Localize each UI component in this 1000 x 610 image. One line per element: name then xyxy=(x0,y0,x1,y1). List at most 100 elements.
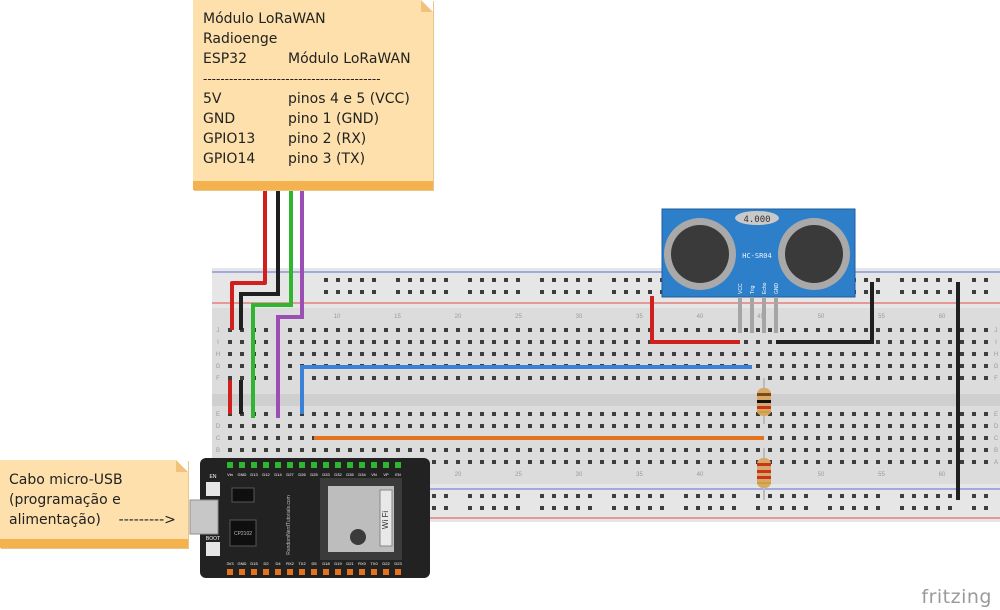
rail-hole xyxy=(804,494,808,498)
esp32-pin-label: D35 xyxy=(346,472,354,477)
breadboard-hole xyxy=(792,328,796,332)
breadboard-hole xyxy=(972,352,976,356)
rail-hole xyxy=(924,278,928,282)
breadboard-hole xyxy=(252,424,256,428)
esp32-pin xyxy=(299,462,305,468)
rail-hole xyxy=(372,278,376,282)
rail-hole xyxy=(444,506,448,510)
breadboard-hole xyxy=(300,340,304,344)
rail-hole xyxy=(468,290,472,294)
breadboard-hole xyxy=(924,376,928,380)
breadboard-hole xyxy=(768,436,772,440)
breadboard-hole xyxy=(948,460,952,464)
rail-hole xyxy=(768,494,772,498)
breadboard-hole xyxy=(312,328,316,332)
rail-hole xyxy=(912,494,916,498)
breadboard-hole xyxy=(756,424,760,428)
breadboard-hole xyxy=(348,328,352,332)
breadboard-hole xyxy=(264,376,268,380)
breadboard-hole xyxy=(876,412,880,416)
breadboard-hole xyxy=(648,424,652,428)
breadboard-hole xyxy=(888,352,892,356)
breadboard-hole xyxy=(492,448,496,452)
rail-hole xyxy=(516,290,520,294)
esp32-pin-label: VP xyxy=(383,472,389,477)
rail-hole xyxy=(324,290,328,294)
breadboard-hole xyxy=(504,376,508,380)
breadboard-hole xyxy=(504,412,508,416)
row-letter: H xyxy=(994,352,998,358)
esp32-pin xyxy=(263,462,269,468)
column-number: 50 xyxy=(818,472,825,478)
column-number: 20 xyxy=(455,314,462,320)
breadboard-hole xyxy=(648,448,652,452)
wire-red-5v xyxy=(230,190,267,330)
breadboard-hole xyxy=(504,340,508,344)
rail-hole xyxy=(696,506,700,510)
breadboard-hole xyxy=(528,412,532,416)
esp32-pin xyxy=(347,462,353,468)
breadboard-hole xyxy=(792,448,796,452)
rail-hole xyxy=(540,290,544,294)
breadboard-hole xyxy=(756,448,760,452)
breadboard-hole xyxy=(288,340,292,344)
rail-hole xyxy=(444,290,448,294)
breadboard-hole xyxy=(804,352,808,356)
esp32-pin xyxy=(395,462,401,468)
rail-hole xyxy=(936,290,940,294)
breadboard-hole xyxy=(324,412,328,416)
breadboard-hole xyxy=(768,376,772,380)
esp32-pin-label: D33 xyxy=(322,472,330,477)
rail-hole xyxy=(336,278,340,282)
breadboard-hole xyxy=(948,328,952,332)
breadboard-hole xyxy=(960,436,964,440)
breadboard-hole xyxy=(552,328,556,332)
esp32-pin-label: D25 xyxy=(310,472,318,477)
breadboard-hole xyxy=(924,340,928,344)
rail-hole xyxy=(504,290,508,294)
breadboard-hole xyxy=(744,376,748,380)
rail-hole xyxy=(576,506,580,510)
breadboard-hole xyxy=(732,352,736,356)
rail-hole xyxy=(912,506,916,510)
esp32-pin-label: D21 xyxy=(346,561,354,566)
wire-black-gnd-sensor xyxy=(776,282,874,344)
esp32-pin-label: D19 xyxy=(334,561,342,566)
breadboard-hole xyxy=(612,376,616,380)
breadboard-hole xyxy=(576,448,580,452)
breadboard-hole xyxy=(396,340,400,344)
breadboard-hole xyxy=(900,412,904,416)
breadboard-hole xyxy=(684,460,688,464)
column-number: 30 xyxy=(576,472,583,478)
breadboard-hole xyxy=(624,424,628,428)
esp32-pin xyxy=(275,462,281,468)
breadboard-hole xyxy=(324,340,328,344)
breadboard-hole xyxy=(972,328,976,332)
rail-hole xyxy=(636,494,640,498)
esp32-pin xyxy=(287,569,293,575)
breadboard-hole xyxy=(840,436,844,440)
breadboard-hole xyxy=(912,436,916,440)
breadboard-hole xyxy=(708,448,712,452)
row-letter: H xyxy=(216,352,220,358)
breadboard-hole xyxy=(336,412,340,416)
breadboard-hole xyxy=(552,412,556,416)
breadboard-hole xyxy=(660,376,664,380)
column-number: 45 xyxy=(757,314,764,320)
esp32-pin-label: D5 xyxy=(311,561,317,566)
breadboard-hole xyxy=(672,412,676,416)
rail-hole xyxy=(864,290,868,294)
row-letter: J xyxy=(217,328,220,334)
breadboard-hole xyxy=(372,340,376,344)
breadboard-hole xyxy=(756,376,760,380)
breadboard-hole xyxy=(324,328,328,332)
column-number: 60 xyxy=(939,472,946,478)
rail-hole xyxy=(504,278,508,282)
breadboard-hole xyxy=(672,328,676,332)
rail-hole xyxy=(972,278,976,282)
breadboard-hole xyxy=(936,328,940,332)
breadboard-hole xyxy=(960,352,964,356)
rail-hole xyxy=(636,278,640,282)
breadboard-hole xyxy=(912,424,916,428)
